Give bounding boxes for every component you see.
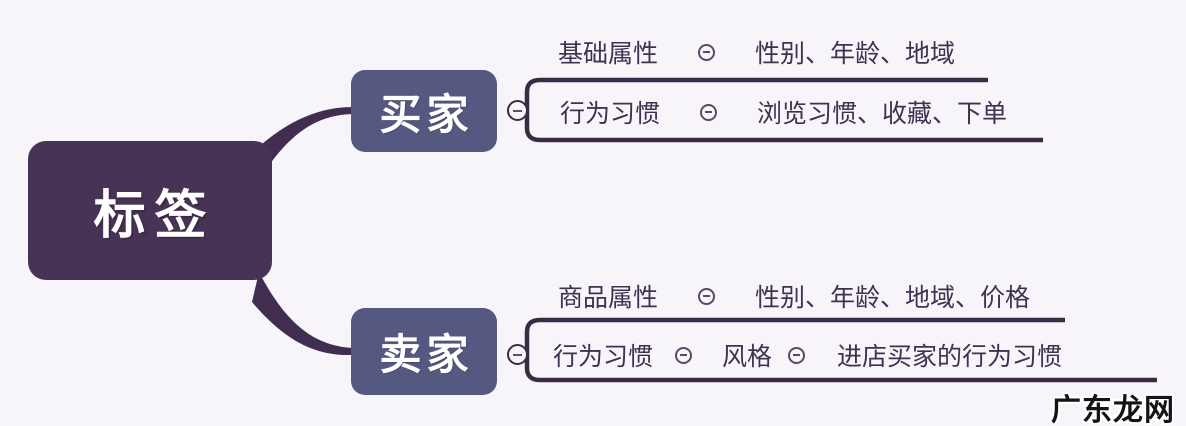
grandchild-node-label[interactable]: 浏览习惯、收藏、下单 bbox=[757, 99, 1008, 128]
grandchild-node-label[interactable]: 风格 bbox=[722, 342, 773, 371]
minus-glyph bbox=[513, 109, 522, 112]
child-node-label[interactable]: 行为习惯 bbox=[553, 342, 654, 371]
grandchild-node-label[interactable]: 性别、年龄、地域、价格 bbox=[755, 283, 1031, 312]
watermark-text: 广东龙网 bbox=[1051, 393, 1175, 426]
collapse-minus-circle-icon[interactable] bbox=[698, 287, 716, 305]
minus-glyph bbox=[513, 353, 522, 356]
buyer-child-row-basic-attributes: 基础属性 性别、年龄、地域 bbox=[558, 37, 956, 68]
child-node-label[interactable]: 商品属性 bbox=[558, 283, 659, 312]
child-node-label[interactable]: 行为习惯 bbox=[560, 99, 661, 128]
branch-curve-buyer bbox=[259, 107, 353, 180]
buyer-child-row-behavior: 行为习惯 浏览习惯、收藏、下单 bbox=[560, 97, 1008, 128]
collapse-minus-circle-icon[interactable] bbox=[700, 103, 718, 121]
branch-curve-seller bbox=[252, 272, 353, 356]
collapse-minus-circle-icon[interactable] bbox=[698, 43, 716, 61]
seller-collapse-button minus-circle-icon[interactable] bbox=[507, 344, 528, 365]
seller-node-label: 卖家 bbox=[379, 330, 474, 379]
buyer-node-label: 买家 bbox=[379, 89, 474, 139]
collapse-minus-circle-icon[interactable] bbox=[788, 346, 806, 364]
branch-node-seller[interactable]: 卖家 bbox=[351, 308, 497, 395]
great-grandchild-node-label[interactable]: 进店买家的行为习惯 bbox=[837, 342, 1063, 371]
seller-child-row-product-attributes: 商品属性 性别、年龄、地域、价格 bbox=[558, 281, 1031, 312]
child-node-label[interactable]: 基础属性 bbox=[558, 39, 659, 68]
root-node-label: 标签 bbox=[93, 186, 216, 246]
minus-glyph bbox=[793, 354, 801, 356]
minus-glyph bbox=[703, 51, 711, 53]
buyer-collapse-button minus-circle-icon[interactable] bbox=[507, 100, 528, 121]
grandchild-node-label[interactable]: 性别、年龄、地域 bbox=[755, 39, 956, 68]
seller-child-row-behavior: 行为习惯 风格 进店买家的行为习惯 bbox=[553, 340, 1063, 371]
collapse-minus-circle-icon[interactable] bbox=[675, 346, 693, 364]
minus-glyph bbox=[703, 295, 711, 297]
minus-glyph bbox=[680, 354, 688, 356]
root-node-tag[interactable]: 标签 bbox=[28, 141, 272, 280]
branch-node-buyer[interactable]: 买家 bbox=[351, 70, 497, 152]
minus-glyph bbox=[705, 111, 713, 113]
